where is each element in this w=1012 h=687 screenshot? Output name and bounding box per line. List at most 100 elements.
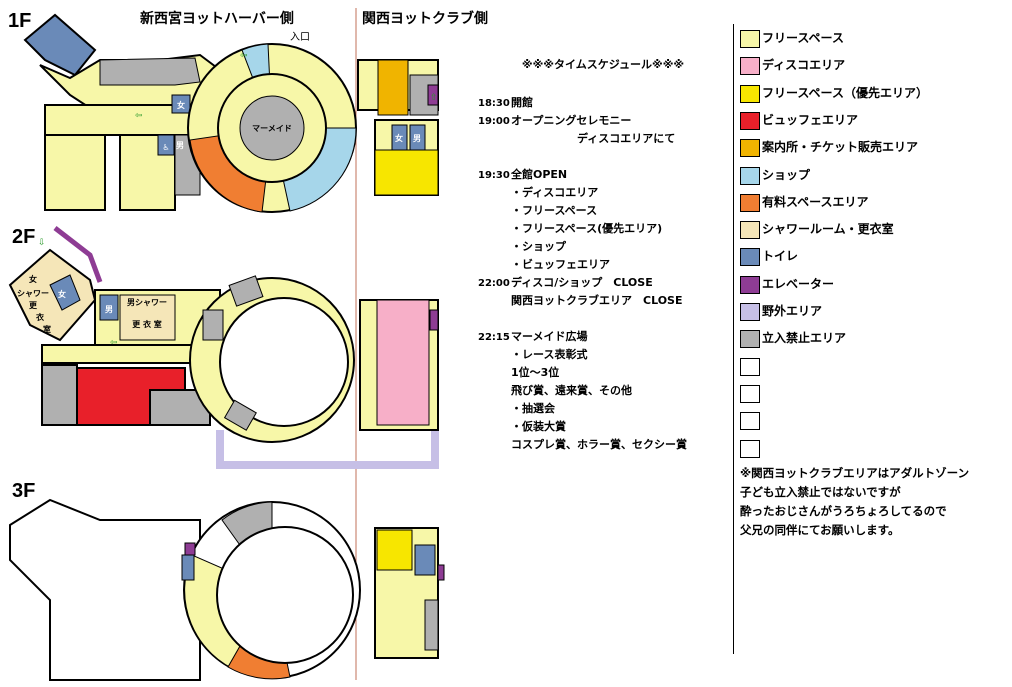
toilet-3f-west — [181, 554, 195, 581]
schedule-line: ・フリースペース — [478, 202, 728, 220]
legend-label: ショップ — [762, 168, 811, 182]
schedule-line: 18:30開館 — [478, 94, 728, 112]
women-label-1f: 女 — [177, 100, 185, 110]
schedule-line: 飛び賞、遠来賞、その他 — [478, 382, 728, 400]
floor-1f-plan: マーメイド 女 男 ♿ 女 男 ⇦ ⇦ ⇧ — [23, 13, 439, 213]
men-shower-label: 男シャワー — [127, 298, 167, 307]
schedule-line: ・フリースペース(優先エリア) — [478, 220, 728, 238]
schedule-text: ・仮装大賞 — [511, 420, 566, 433]
side-label-right: 関西ヨットクラブ側 — [362, 11, 488, 27]
schedule-text: マーメイド広場 — [511, 330, 588, 343]
free-space-1f-sw — [44, 134, 106, 211]
legend-label: 有料スペースエリア — [762, 195, 869, 209]
exit-arrow-icon: ⇦ — [135, 111, 143, 121]
wheelchair-icon: ♿ — [162, 143, 169, 152]
legend-label: シャワールーム・更衣室 — [762, 222, 894, 236]
restricted-2f-se — [223, 399, 257, 431]
women-label-2f: 女 — [29, 274, 37, 284]
legend-divider — [733, 24, 734, 654]
mermaid-label: マーメイド — [252, 124, 292, 133]
legend-swatch — [740, 358, 760, 376]
mermaid-plaza — [239, 95, 305, 161]
legend-label: トイレ — [762, 249, 799, 263]
toilet-2f-women — [49, 274, 81, 311]
toilet-1f-east-women — [391, 124, 408, 151]
dressing-char-3: 室 — [43, 324, 51, 334]
restricted-2f-sw — [41, 364, 78, 426]
floor-3f-plan — [9, 498, 445, 681]
schedule-line: 1位～3位 — [478, 364, 728, 382]
elevator-shaft-2f — [53, 226, 103, 283]
schedule-line: ・抽選会 — [478, 400, 728, 418]
legend-swatch — [740, 85, 760, 103]
schedule-time: 22:00 — [478, 278, 510, 289]
shower-label-2f: シャワー — [17, 289, 49, 298]
adult-zone-note: ※関西ヨットクラブエリアはアダルトゾーン子ども立入禁止ではないですが酔ったおじさ… — [740, 464, 969, 540]
schedule-time: 19:00 — [478, 116, 510, 127]
legend-label: 立入禁止エリア — [762, 331, 847, 345]
schedule-line: 19:30全館OPEN — [478, 166, 728, 184]
women-label-1f-east: 女 — [395, 133, 403, 143]
legend-swatch — [740, 221, 760, 239]
schedule-line: 関西ヨットクラブエリア CLOSE — [478, 292, 728, 310]
elevator-1f — [427, 84, 439, 106]
note-line: 子ども立入禁止ではないですが — [740, 485, 901, 499]
schedule-lines: 18:30開館 19:00オープニングセレモニー ディスコエリアにて 19:30全館… — [478, 94, 728, 454]
schedule-line — [478, 148, 728, 166]
schedule-time: 22:15 — [478, 332, 510, 343]
dressing-char-1: 更 — [29, 300, 38, 310]
schedule-text: ・フリースペース — [511, 204, 598, 217]
legend-swatch — [740, 30, 760, 48]
exit-arrow-icon: ⇧ — [430, 93, 438, 103]
legend-swatch — [740, 330, 760, 348]
men-label-2f: 男 — [105, 305, 113, 314]
roof-3f-west — [9, 498, 201, 681]
women-label-2f-b: 女 — [58, 289, 66, 299]
schedule-text: 1位～3位 — [511, 366, 560, 379]
schedule-text: ・フリースペース(優先エリア) — [511, 222, 663, 235]
note-line: ※関西ヨットクラブエリアはアダルトゾーン — [740, 466, 970, 480]
legend-swatch — [740, 139, 760, 157]
schedule-line — [478, 310, 728, 328]
legend-swatch — [740, 276, 760, 294]
legend-swatch — [740, 412, 760, 430]
rotunda-3f-void — [216, 526, 354, 664]
exit-arrow-icon: ⇦ — [240, 51, 248, 61]
schedule-time: 19:30 — [478, 170, 510, 181]
rotunda-2f-void — [219, 297, 349, 427]
floor-label-2f: 2F — [12, 226, 36, 248]
elevator-2f — [429, 309, 439, 331]
toilet-2f-men — [99, 294, 119, 321]
schedule-line: ディスコエリアにて — [478, 130, 728, 148]
men-label-1f-east: 男 — [413, 134, 421, 143]
priority-space-3f — [376, 529, 413, 571]
schedule-text: コスプレ賞、ホラー賞、セクシー賞 — [511, 438, 687, 451]
legend-label: フリースペース（優先エリア） — [762, 86, 928, 100]
legend-label: 野外エリア — [762, 304, 823, 318]
legend-swatch — [740, 248, 760, 266]
schedule-text: 全館OPEN — [511, 168, 568, 181]
schedule-line: 22:15マーメイド広場 — [478, 328, 728, 346]
entrance-label: 入口 — [290, 32, 310, 43]
men-label-1f: 男 — [176, 141, 184, 150]
restricted-1f-west — [99, 57, 201, 86]
note-line: 酔ったおじさんがうろちょろしてるので — [740, 504, 947, 518]
time-schedule: ※※※タイムスケジュール※※※ 18:30開館 19:00オープニングセレモニー … — [478, 56, 728, 454]
legend-swatch — [740, 167, 760, 185]
schedule-text: オープニングセレモニー — [511, 114, 632, 127]
schedule-text: ・抽選会 — [511, 402, 555, 415]
schedule-line: ・仮装大賞 — [478, 418, 728, 436]
legend-swatch — [740, 440, 760, 458]
schedule-line: ・ショップ — [478, 238, 728, 256]
toilet-3f-east — [414, 544, 436, 576]
schedule-line: ・ディスコエリア — [478, 184, 728, 202]
note-line: 父兄の同伴にてお願いします。 — [740, 523, 900, 537]
legend-label: 案内所・チケット販売エリア — [762, 140, 919, 154]
side-label-left: 新西宮ヨットハーバー側 — [140, 11, 294, 27]
floor-map: マーメイド 女 男 ♿ 女 男 ⇦ ⇦ ⇧ 女 シャワー — [8, 8, 445, 681]
legend-swatch — [740, 385, 760, 403]
priority-space-1f — [374, 149, 439, 196]
schedule-text: ・レース表彰式 — [511, 348, 588, 361]
schedule-title: ※※※タイムスケジュール※※※ — [521, 58, 685, 71]
schedule-text: ・ショップ — [511, 240, 566, 253]
